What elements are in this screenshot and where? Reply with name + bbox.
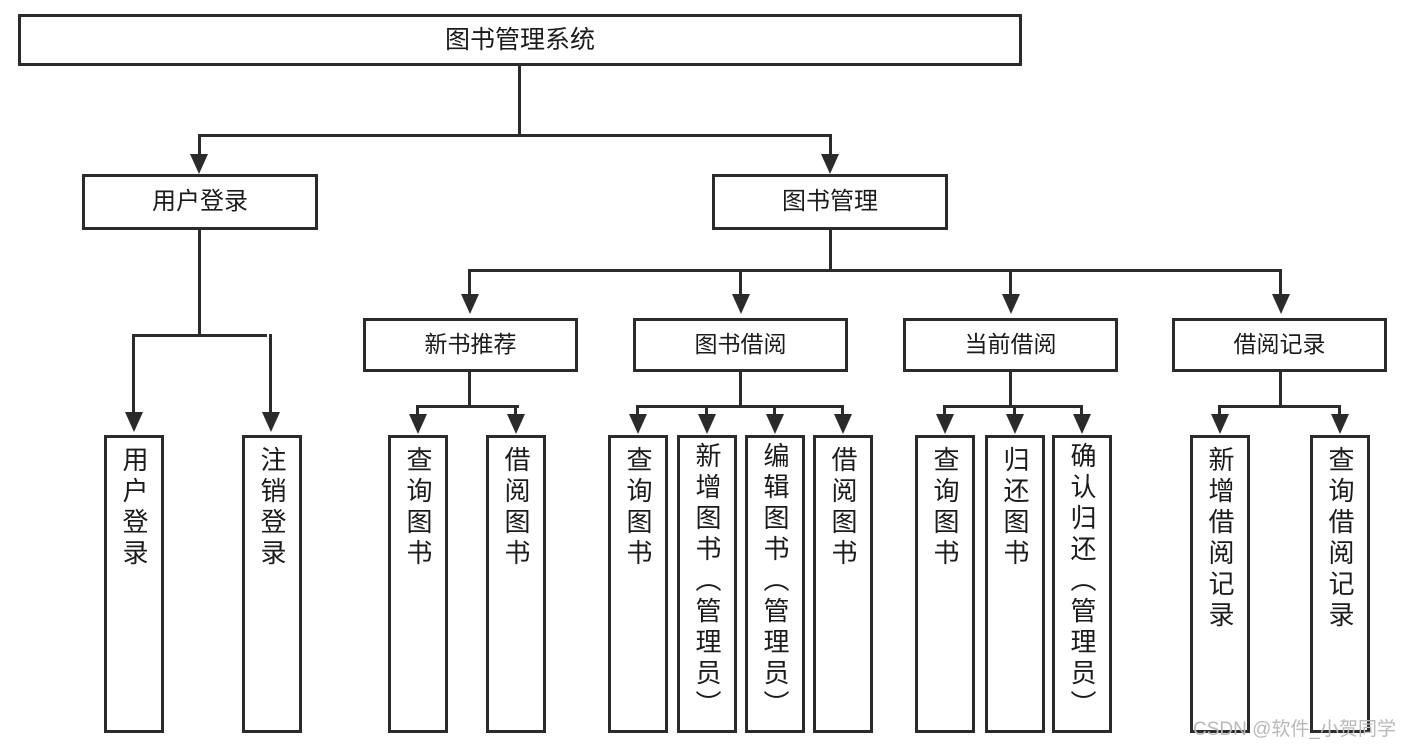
- arrowhead-current-borrow-to-leaf-1: [936, 414, 954, 434]
- connector-root-to-book-manage: [829, 134, 832, 158]
- leaf-borrow-books-new[interactable]: 借阅图书: [486, 435, 546, 733]
- arrowhead-book-manage-to-borrow: [732, 294, 750, 314]
- leaf-user-login[interactable]: 用户登录: [104, 435, 164, 733]
- connector-book-manage-to-borrow: [739, 269, 742, 295]
- leaf-borrow-books[interactable]: 借阅图书: [813, 435, 873, 733]
- connector-book-borrow-to-leaf-4: [841, 405, 844, 416]
- connector-current-borrow-bar: [943, 405, 1081, 408]
- arrowhead-book-manage-to-new-books: [461, 294, 479, 314]
- leaf-label: 新增借阅记录: [1205, 446, 1235, 632]
- connector-book-manage-stem: [829, 230, 832, 272]
- connector-root-to-user-login: [198, 134, 201, 158]
- node-label: 图书管理: [782, 187, 878, 215]
- leaf-label: 用户登录: [119, 446, 149, 570]
- csdn-watermark: CSDN @软件_小贺同学: [1193, 714, 1396, 741]
- arrowhead-book-borrow-to-leaf-2: [698, 414, 716, 434]
- connector-book-borrow-to-leaf-2: [705, 405, 708, 416]
- node-label: 新书推荐: [424, 331, 517, 358]
- connector-user-login-bar: [132, 334, 267, 337]
- connector-borrow-records-to-leaf-2: [1338, 405, 1341, 416]
- leaf-confirm-return-admin[interactable]: 确认归还（管理员）: [1052, 435, 1112, 733]
- connector-current-borrow-to-leaf-3: [1080, 405, 1083, 416]
- node-label: 图书管理系统: [444, 26, 595, 54]
- arrowhead-user-login-to-leaf-1: [125, 412, 143, 432]
- arrowhead-new-books-to-leaf-1: [409, 414, 427, 434]
- connector-book-manage-to-records: [1279, 269, 1282, 295]
- leaf-query-books-current[interactable]: 查询图书: [915, 435, 975, 733]
- leaf-label: 编辑图书（管理员）: [760, 442, 790, 721]
- connector-book-borrow-to-leaf-1: [636, 405, 639, 416]
- connector-user-login-to-leaf-1: [132, 334, 135, 413]
- connector-current-borrow-to-leaf-2: [1013, 405, 1016, 416]
- leaf-query-borrow-record[interactable]: 查询借阅记录: [1310, 435, 1370, 733]
- leaf-label: 查询图书: [403, 446, 433, 570]
- connector-new-books-bar: [416, 405, 519, 408]
- connector-book-borrow-bar: [636, 405, 844, 408]
- connector-root-bar: [198, 134, 832, 137]
- connector-new-books-to-leaf-1: [416, 405, 419, 416]
- connector-current-borrow-stem: [1009, 372, 1012, 408]
- leaf-add-borrow-record[interactable]: 新增借阅记录: [1190, 435, 1250, 733]
- node-book-borrow[interactable]: 图书借阅: [633, 318, 848, 372]
- leaf-add-book-admin[interactable]: 新增图书（管理员）: [677, 435, 737, 733]
- arrowhead-book-borrow-to-leaf-3: [766, 414, 784, 434]
- leaf-label: 归还图书: [1000, 446, 1030, 570]
- arrowhead-current-borrow-to-leaf-2: [1006, 414, 1024, 434]
- connector-book-manage-to-current: [1009, 269, 1012, 295]
- connector-current-borrow-to-leaf-1: [943, 405, 946, 416]
- leaf-logout[interactable]: 注销登录: [242, 435, 302, 733]
- leaf-edit-book-admin[interactable]: 编辑图书（管理员）: [745, 435, 805, 733]
- connector-borrow-records-stem: [1279, 372, 1282, 408]
- leaf-query-books-new[interactable]: 查询图书: [388, 435, 448, 733]
- leaf-label: 借阅图书: [828, 446, 858, 570]
- connector-new-books-stem: [468, 372, 471, 408]
- node-label: 用户登录: [152, 187, 248, 215]
- leaf-return-books[interactable]: 归还图书: [985, 435, 1045, 733]
- leaf-label: 查询借阅记录: [1325, 446, 1355, 632]
- node-label: 借阅记录: [1233, 331, 1326, 358]
- node-new-book-recommend[interactable]: 新书推荐: [363, 318, 578, 372]
- arrowhead-new-books-to-leaf-2: [507, 414, 525, 434]
- leaf-label: 查询图书: [623, 446, 653, 570]
- leaf-label: 注销登录: [257, 446, 287, 570]
- connector-user-login-to-leaf-2: [269, 334, 272, 413]
- connector-root-stem: [518, 66, 521, 136]
- connector-book-borrow-stem: [739, 372, 742, 408]
- node-label: 当前借阅: [964, 331, 1057, 358]
- connector-borrow-records-bar: [1218, 405, 1341, 408]
- leaf-label: 确认归还（管理员）: [1067, 442, 1097, 721]
- connector-user-login-stem: [198, 230, 201, 337]
- node-label: 图书借阅: [694, 331, 787, 358]
- node-current-borrow[interactable]: 当前借阅: [903, 318, 1118, 372]
- connector-new-books-to-leaf-2: [514, 405, 517, 416]
- leaf-label: 新增图书（管理员）: [692, 442, 722, 721]
- arrowhead-borrow-records-to-leaf-2: [1331, 414, 1349, 434]
- arrowhead-book-manage-to-current: [1002, 294, 1020, 314]
- connector-book-borrow-to-leaf-3: [773, 405, 776, 416]
- arrowhead-borrow-records-to-leaf-1: [1211, 414, 1229, 434]
- node-borrow-records[interactable]: 借阅记录: [1172, 318, 1387, 372]
- arrowhead-book-borrow-to-leaf-4: [834, 414, 852, 434]
- leaf-label: 查询图书: [930, 446, 960, 570]
- arrowhead-root-to-user-login: [190, 154, 208, 174]
- connector-book-manage-to-new-books: [468, 269, 471, 295]
- arrowhead-book-borrow-to-leaf-1: [629, 414, 647, 434]
- leaf-label: 借阅图书: [501, 446, 531, 570]
- arrowhead-current-borrow-to-leaf-3: [1073, 414, 1091, 434]
- arrowhead-root-to-book-manage: [821, 154, 839, 174]
- connector-borrow-records-to-leaf-1: [1218, 405, 1221, 416]
- watermark-text: CSDN @软件_小贺同学: [1193, 719, 1396, 740]
- arrowhead-user-login-to-leaf-2: [262, 412, 280, 432]
- node-user-login[interactable]: 用户登录: [82, 174, 318, 230]
- node-book-management[interactable]: 图书管理: [712, 174, 948, 230]
- connector-book-manage-bar: [468, 269, 1282, 272]
- leaf-query-books-borrow[interactable]: 查询图书: [608, 435, 668, 733]
- node-root-system[interactable]: 图书管理系统: [18, 14, 1022, 66]
- arrowhead-book-manage-to-records: [1272, 294, 1290, 314]
